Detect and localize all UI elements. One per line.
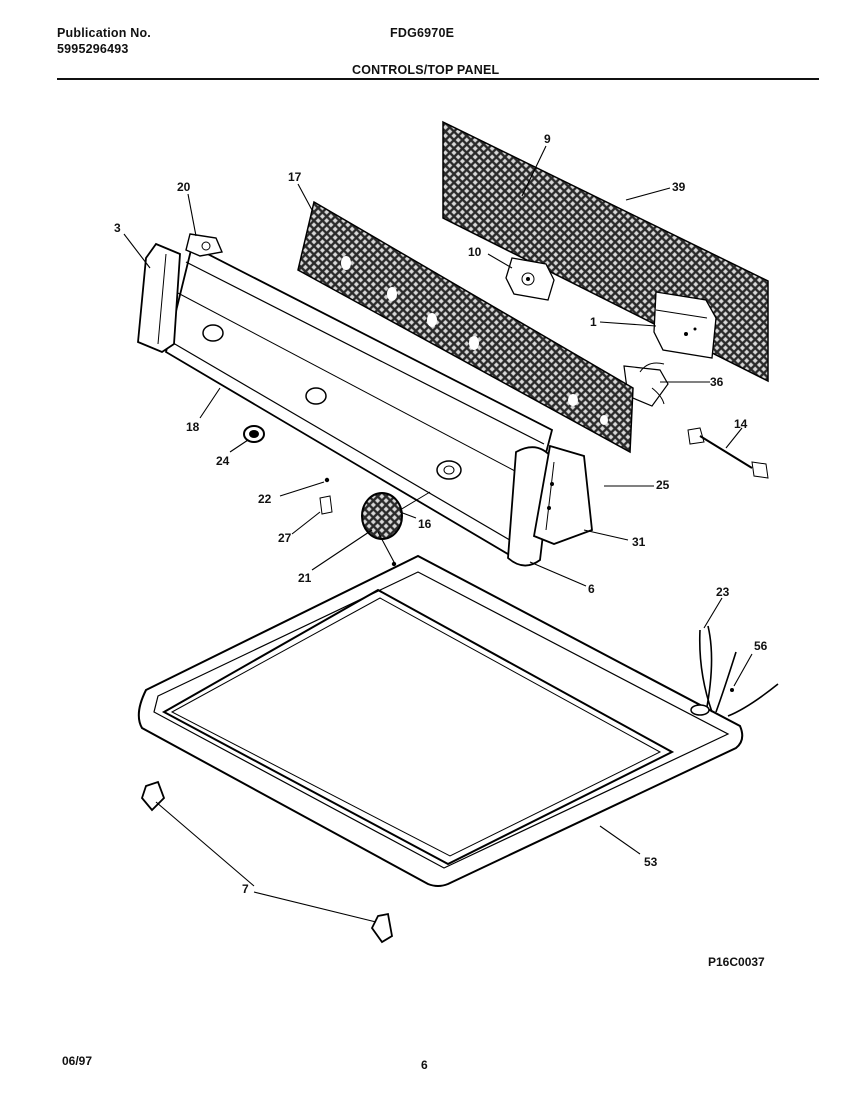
end-cap-bracket-part bbox=[532, 444, 593, 545]
callout-10: 10 bbox=[468, 245, 482, 259]
knob-part bbox=[243, 425, 265, 443]
clip-parts bbox=[140, 780, 393, 944]
callout-14: 14 bbox=[734, 417, 748, 431]
callout-3: 3 bbox=[114, 221, 121, 235]
end-cap-clip-part bbox=[185, 233, 223, 257]
callout-21: 21 bbox=[298, 571, 312, 585]
top-panel-part bbox=[137, 554, 744, 887]
callout-23: 23 bbox=[716, 585, 730, 599]
callout-53: 53 bbox=[644, 855, 658, 869]
section-title: CONTROLS/TOP PANEL bbox=[352, 63, 500, 77]
model-number: FDG6970E bbox=[390, 26, 455, 40]
page-number: 6 bbox=[421, 1058, 428, 1072]
cord-part bbox=[727, 683, 779, 717]
left-end-cap-part bbox=[137, 242, 181, 354]
callout-56: 56 bbox=[754, 639, 768, 653]
callout-36: 36 bbox=[710, 375, 724, 389]
callout-17: 17 bbox=[288, 170, 302, 184]
callout-9: 9 bbox=[544, 132, 551, 146]
drawing-id: P16C0037 bbox=[708, 955, 765, 969]
wire-part bbox=[687, 427, 769, 479]
callout-1: 1 bbox=[590, 315, 597, 329]
header-rule bbox=[57, 78, 819, 80]
publication-label: Publication No. bbox=[57, 26, 151, 40]
timer-part bbox=[653, 291, 717, 359]
callout-39: 39 bbox=[672, 180, 686, 194]
control-panel-plate-part bbox=[297, 200, 634, 454]
switch-part bbox=[505, 257, 555, 301]
footer-date: 06/97 bbox=[62, 1054, 93, 1068]
callout-22: 22 bbox=[258, 492, 272, 506]
callout-25: 25 bbox=[656, 478, 670, 492]
callout-6: 6 bbox=[588, 582, 595, 596]
harness-part bbox=[690, 625, 737, 716]
callout-16: 16 bbox=[418, 517, 432, 531]
callout-18: 18 bbox=[186, 420, 200, 434]
publication-number: 5995296493 bbox=[57, 42, 129, 56]
callout-27: 27 bbox=[278, 531, 292, 545]
callout-7: 7 bbox=[242, 882, 249, 896]
small-hardware-parts bbox=[319, 477, 397, 567]
callout-leaders bbox=[123, 145, 753, 923]
callout-31: 31 bbox=[632, 535, 646, 549]
callout-20: 20 bbox=[177, 180, 191, 194]
callout-24: 24 bbox=[216, 454, 230, 468]
